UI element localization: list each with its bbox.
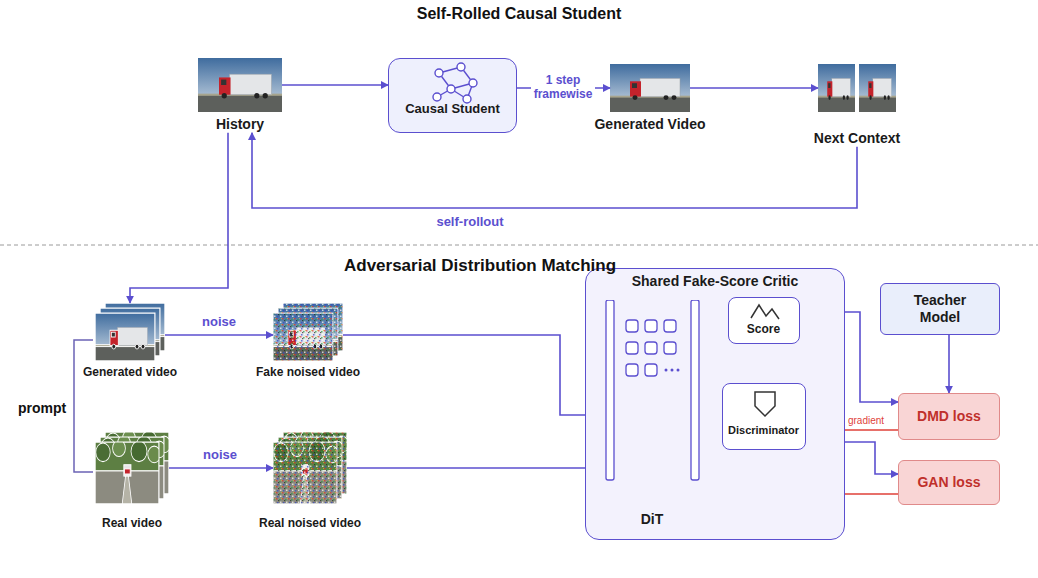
node-label: Real video [15,516,249,530]
image-node: Real noised video [273,432,347,530]
connector-arrow [165,334,273,336]
critic-container: Shared Fake-Score CriticDiT ScoreDiscrimi… [585,268,845,540]
image-node: Generated video [95,303,165,379]
node-label: DMD loss [917,408,981,425]
node-label: Shared Fake-Score Critic [590,273,840,290]
node-label: GAN loss [917,474,980,491]
node-label: Fake noised video [193,365,423,379]
connector-arrow [252,133,857,208]
connector-arrow [343,335,600,415]
node-label: Causal Student [393,101,512,117]
connector-arrow [948,335,950,393]
image-node: History [198,58,282,133]
loss-box: GAN loss [898,460,1000,505]
image-node: Real video [95,432,169,530]
loss-box: DMD loss [898,393,1000,440]
input-label: prompt [18,400,66,416]
connector-arrow [130,133,228,303]
teacher-box: Teacher Model [880,283,1000,335]
dit-icon [600,300,705,532]
node-label: Score [733,322,795,336]
image-node: Next Context [818,64,896,147]
image-node: Generated Video [610,64,690,133]
dit-block: DiT [600,300,705,532]
connector-arrow [690,87,818,89]
edge-label: gradient [846,415,886,427]
edge-label: noise [200,315,238,330]
image-node: Fake noised video [273,303,343,379]
node-label: Generated video [15,365,245,379]
connector-arrow [347,467,600,469]
node-label: Next Context [738,130,976,147]
connector-arrow [282,84,388,86]
node-label: Discriminator [727,424,801,437]
section-heading: Adversarial Distribution Matching [344,256,616,276]
score-head: Score [728,297,800,344]
node-label: History [118,116,362,133]
net-icon [389,59,518,134]
node-label: Real noised video [193,516,427,530]
score-icon [729,298,801,345]
discriminator-head: Discriminator [722,383,806,450]
node-label: Teacher Model [895,292,985,326]
section-heading: Self-Rolled Causal Student [417,5,621,23]
edge-label: self-rollout [434,215,505,230]
node-label: Generated Video [530,116,770,133]
model-box: Causal Student [388,58,517,133]
connector-arrow [169,467,273,469]
disc-icon [723,384,807,451]
edge-label: noise [201,448,239,463]
edge-label: 1 step framewise [531,74,595,102]
node-label: DiT [600,511,705,528]
